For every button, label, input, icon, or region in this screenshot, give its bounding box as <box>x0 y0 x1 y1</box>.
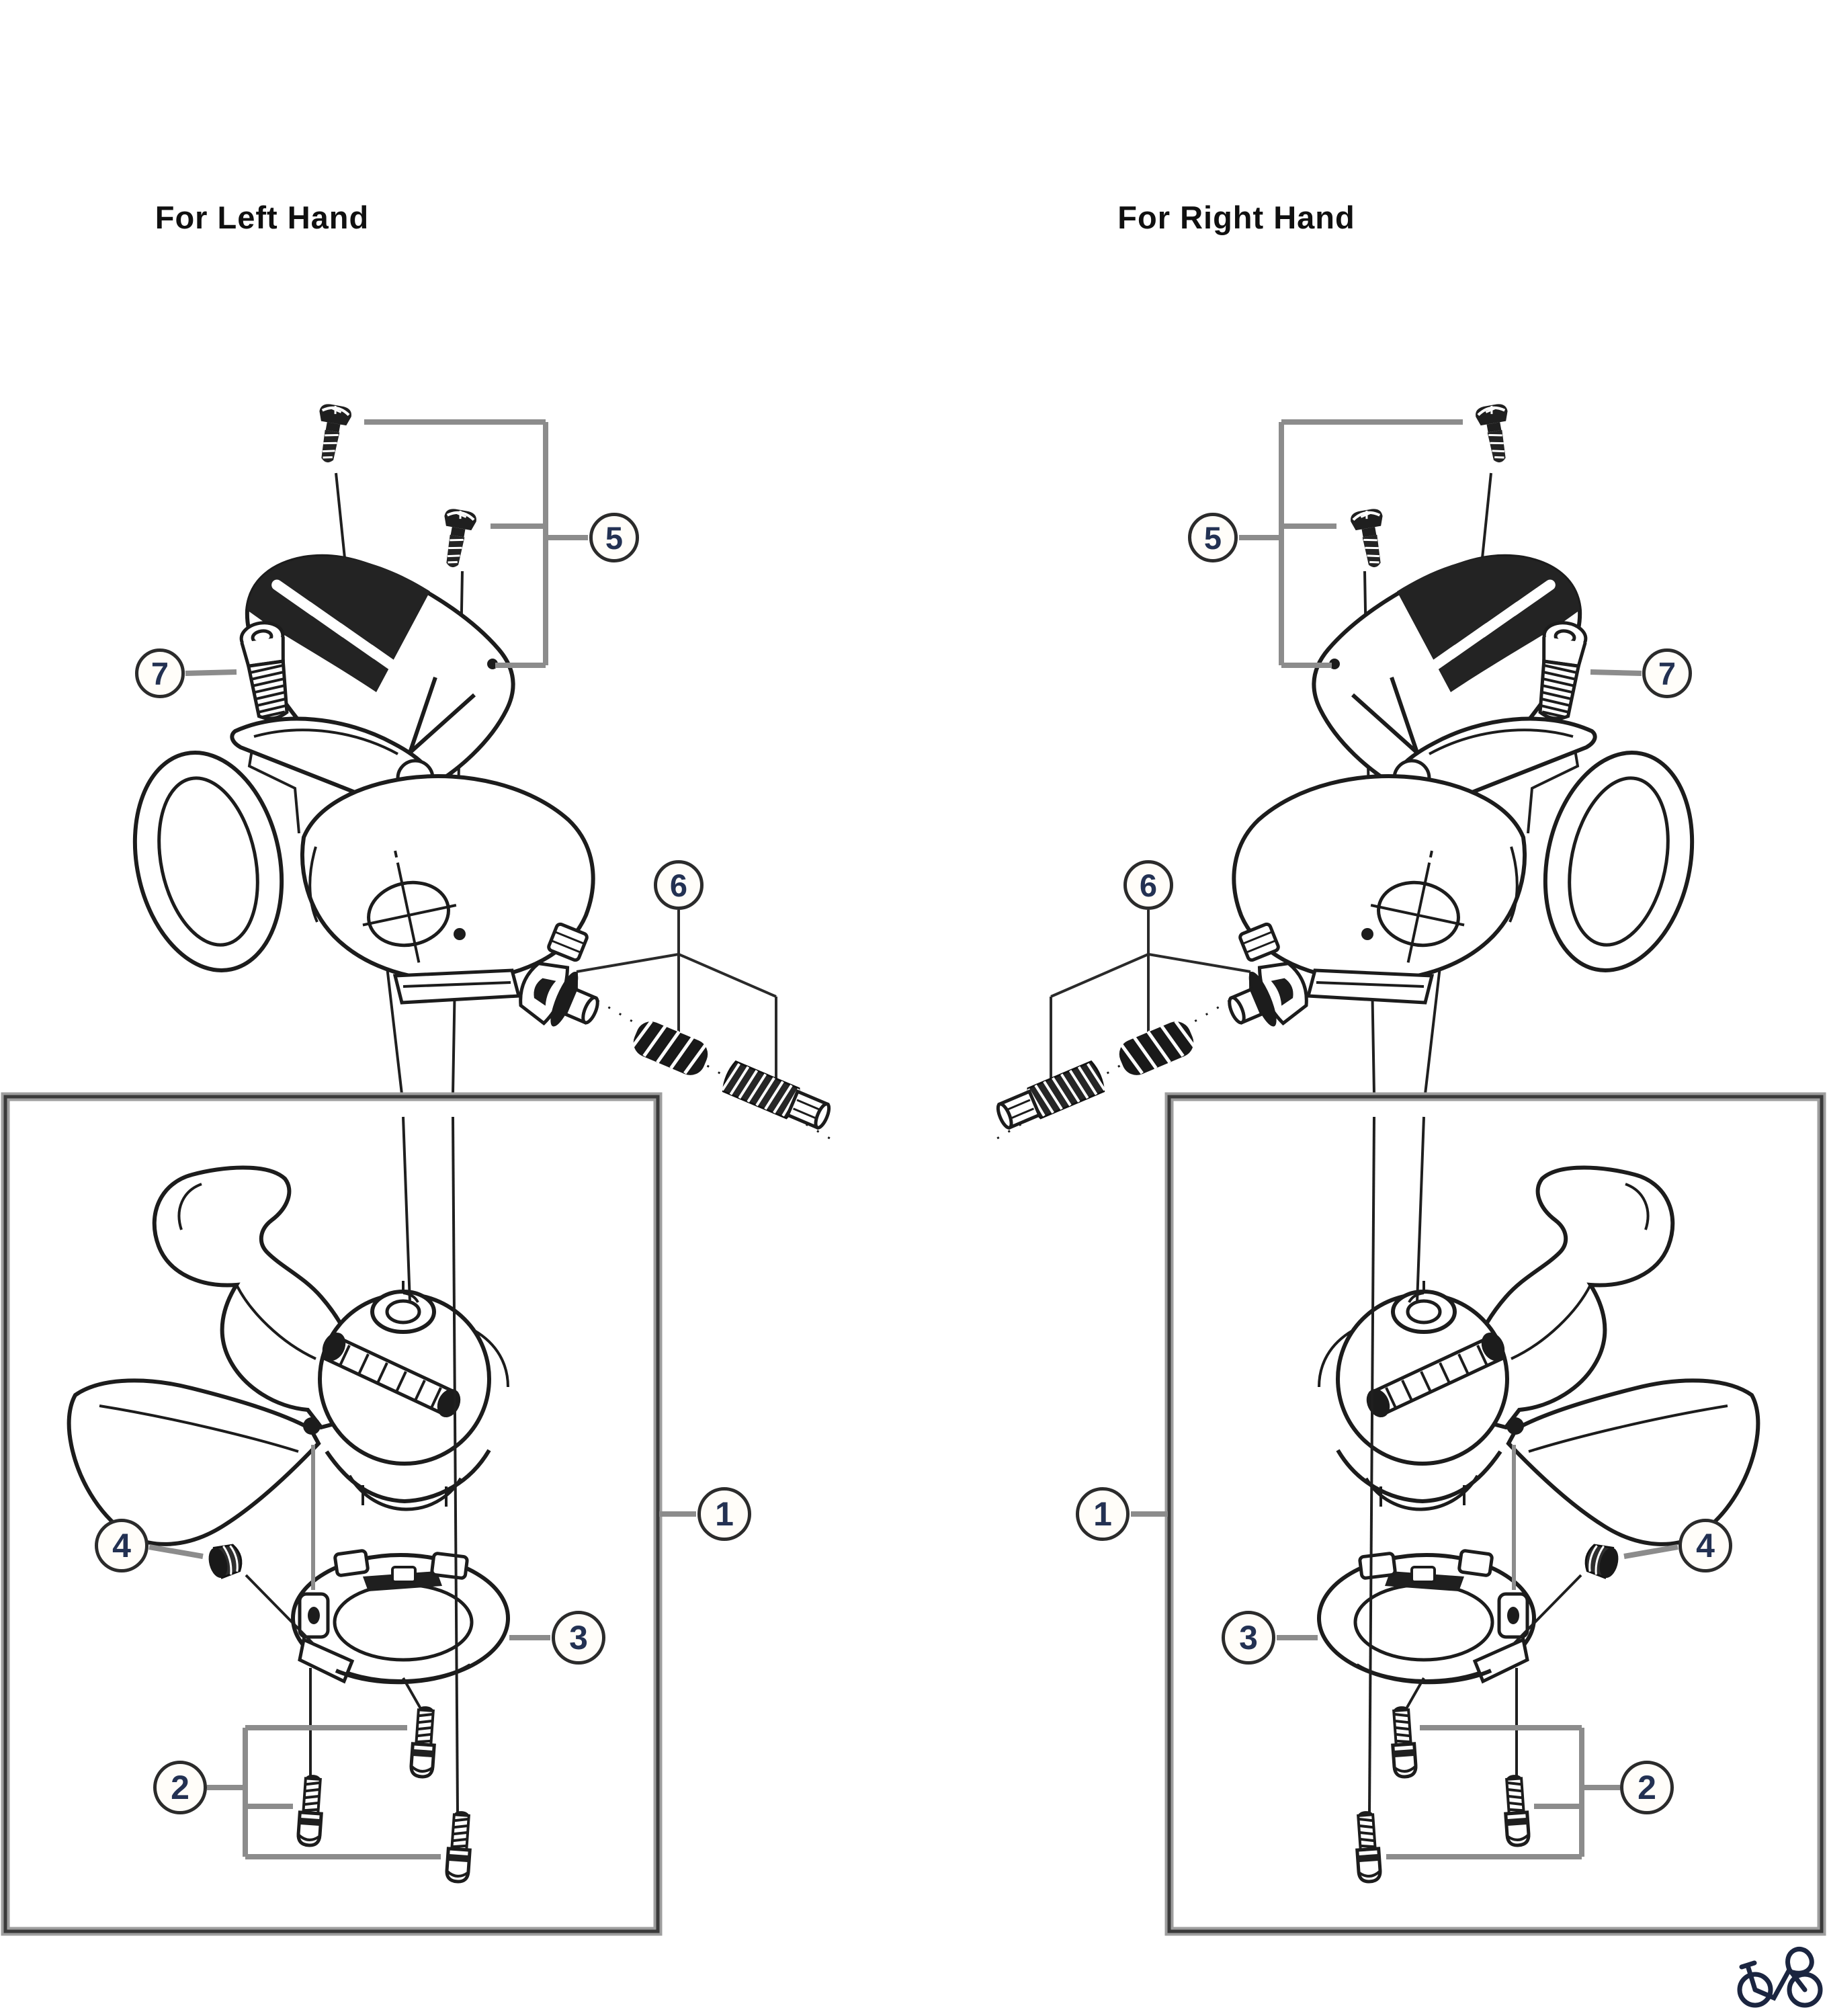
diagram-title-left: For Left Hand <box>155 200 370 235</box>
callout-7-left: 7 <box>135 648 185 698</box>
callout-4-left: 4 <box>95 1519 148 1572</box>
diagram-title-right: For Right Hand <box>1117 200 1355 235</box>
callout-6-left: 6 <box>654 860 704 910</box>
callout-5-left: 5 <box>589 513 639 562</box>
callout-2-right: 2 <box>1620 1761 1674 1814</box>
callout-3-right: 3 <box>1222 1611 1275 1665</box>
callout-5-right: 5 <box>1188 513 1238 562</box>
callout-2-left: 2 <box>153 1761 207 1814</box>
callout-4-right: 4 <box>1679 1519 1732 1572</box>
right-shifter-diagram <box>990 403 1822 1931</box>
callout-1-left: 1 <box>697 1487 751 1541</box>
callout-6-right: 6 <box>1123 860 1173 910</box>
callout-7-right: 7 <box>1642 648 1692 698</box>
callout-3-left: 3 <box>552 1611 605 1665</box>
left-shifter-diagram <box>5 403 837 1931</box>
callout-1-right: 1 <box>1076 1487 1130 1541</box>
bicycle-logo-icon <box>1737 1947 1823 2008</box>
